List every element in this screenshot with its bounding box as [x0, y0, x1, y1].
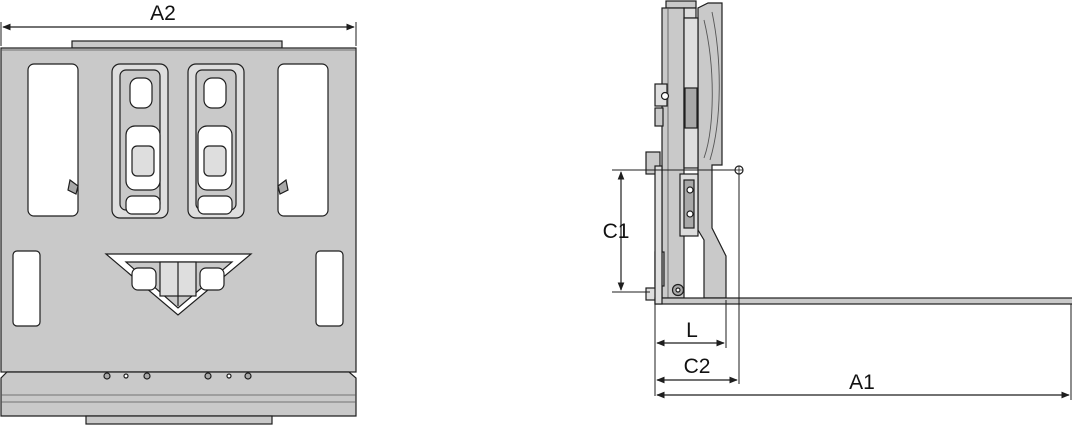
window-right: [277, 63, 329, 217]
label-a1: A1: [849, 371, 875, 394]
frame-right: [697, 2, 727, 299]
small-window-right: [315, 250, 344, 327]
fork-horizontal: [654, 297, 1072, 305]
front-view: [0, 40, 357, 425]
label-c1: C1: [603, 220, 630, 243]
small-window-left: [12, 250, 41, 327]
side-view: [645, 0, 1072, 305]
label-a2: A2: [150, 2, 176, 25]
fork-vertical: [654, 165, 663, 305]
dimension-a1: A1: [656, 304, 1072, 400]
dimension-c2: C2: [656, 174, 740, 384]
top-rail: [71, 40, 283, 49]
window-left: [27, 63, 79, 217]
dimension-c1: C1: [603, 169, 735, 293]
dimension-a2: A2: [0, 2, 357, 46]
carriage-body: [661, 7, 685, 299]
label-c2: C2: [684, 355, 711, 378]
dimension-l: L: [654, 300, 727, 396]
label-l: L: [686, 319, 698, 342]
bottom-bar: [0, 371, 357, 417]
